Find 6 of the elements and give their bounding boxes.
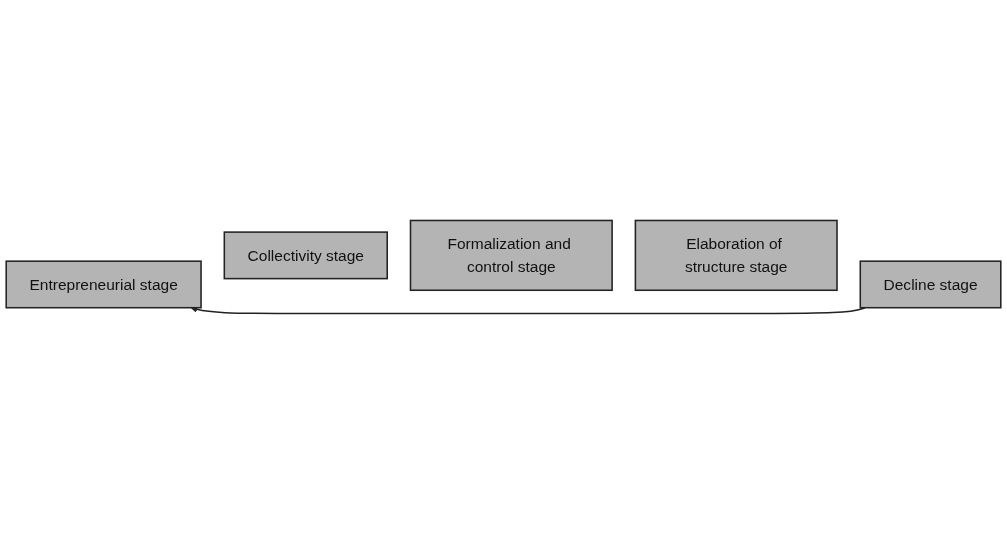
node-box: Collectivity stage [223,231,388,280]
arrow [190,306,866,315]
node-box: Decline stage [859,260,1002,309]
node-box: Entrepreneurial stage [5,260,202,309]
node-box: Formalization and control stage [409,219,613,292]
node-box: Elaboration of structure stage [634,219,838,292]
